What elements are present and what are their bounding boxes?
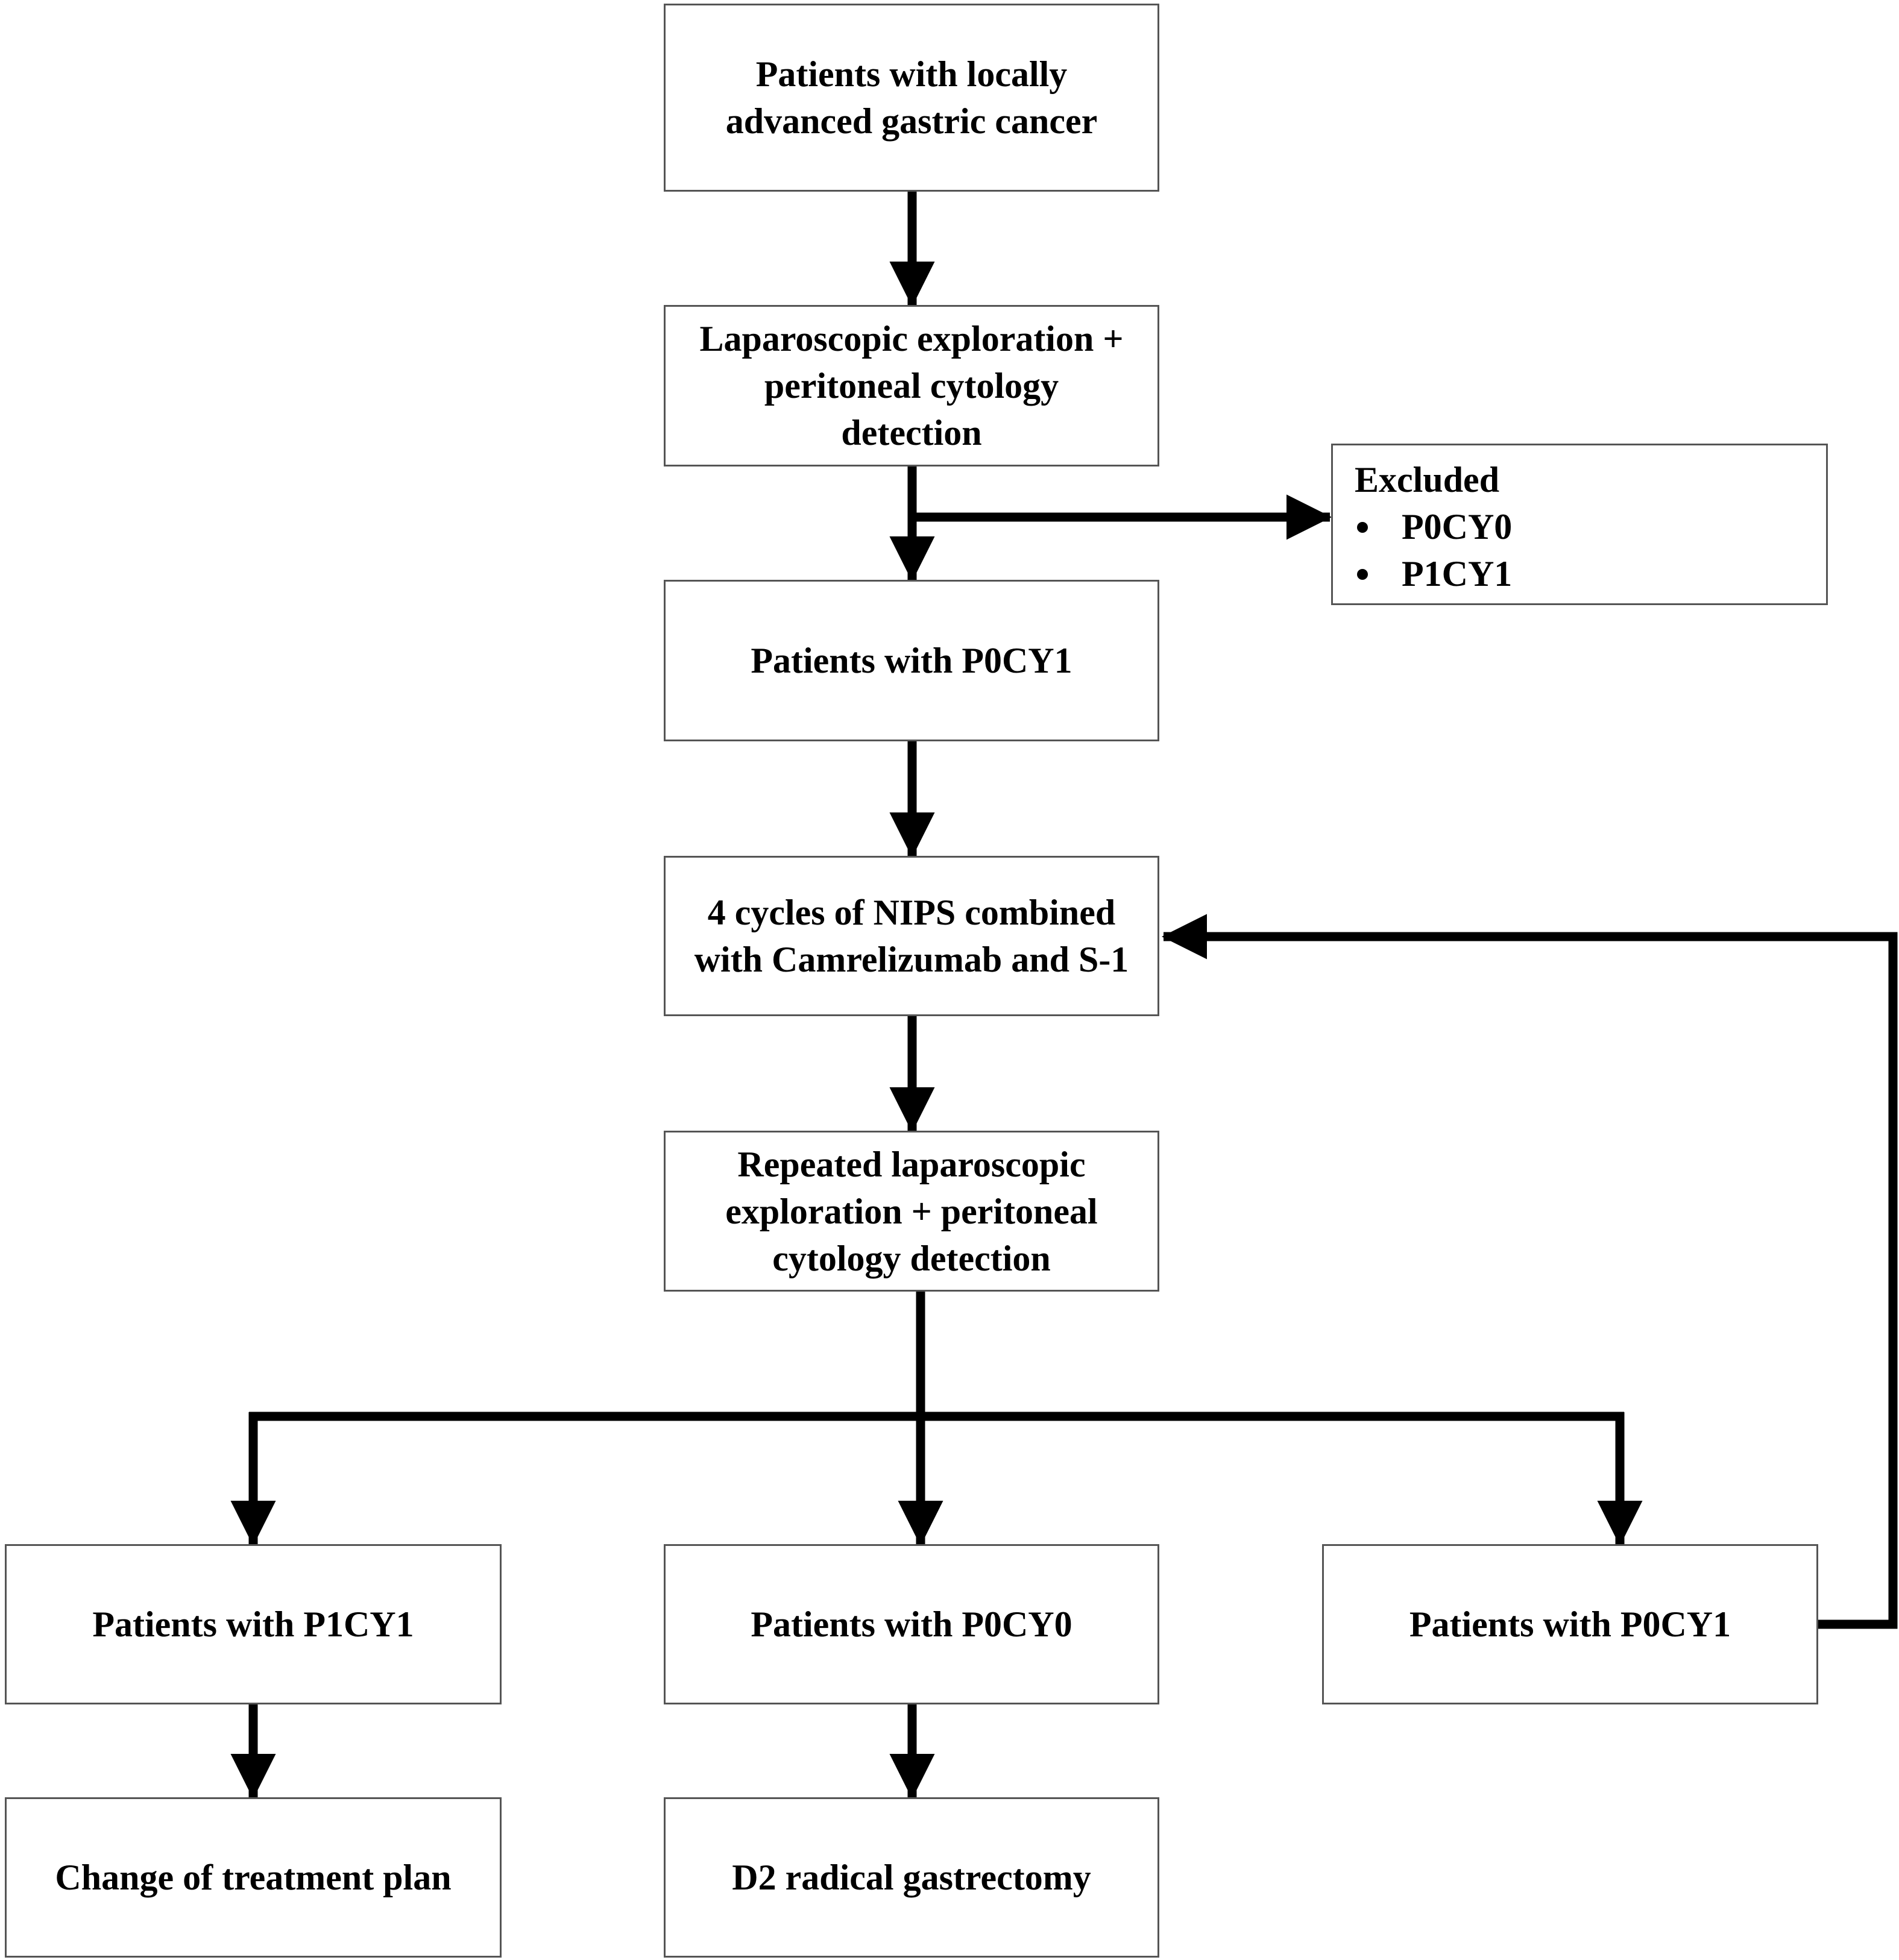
node-change-plan: Change of treatment plan xyxy=(5,1797,502,1958)
node-excluded: Excluded P0CY0 P1CY1 xyxy=(1331,444,1828,605)
bullet-icon xyxy=(1357,569,1368,580)
excluded-item: P1CY1 xyxy=(1355,550,1804,597)
node-p0cy1-second-label: Patients with P0CY1 xyxy=(1409,1604,1731,1644)
node-p0cy1-second: Patients with P0CY1 xyxy=(1322,1544,1818,1704)
node-change-plan-label: Change of treatment plan xyxy=(55,1858,452,1897)
node-p0cy1-first-label: Patients with P0CY1 xyxy=(751,641,1072,680)
node-explore2: Repeated laparoscopic exploration + peri… xyxy=(664,1131,1159,1292)
bullet-icon xyxy=(1357,522,1368,533)
node-start-label: Patients with locally advanced gastric c… xyxy=(725,54,1098,141)
node-nips: 4 cycles of NIPS combined with Camrelizu… xyxy=(664,856,1159,1016)
node-p0cy0-label: Patients with P0CY0 xyxy=(751,1604,1072,1644)
node-start: Patients with locally advanced gastric c… xyxy=(664,4,1159,192)
node-p0cy1-first: Patients with P0CY1 xyxy=(664,580,1159,741)
node-gastrectomy-label: D2 radical gastrectomy xyxy=(732,1858,1091,1897)
node-explore2-label: Repeated laparoscopic exploration + peri… xyxy=(725,1144,1098,1278)
excluded-item-label: P0CY0 xyxy=(1402,507,1513,547)
node-p1cy1-label: Patients with P1CY1 xyxy=(92,1604,414,1644)
excluded-item: P0CY0 xyxy=(1355,503,1804,550)
excluded-item-label: P1CY1 xyxy=(1402,554,1513,594)
excluded-title: Excluded xyxy=(1355,460,1500,500)
node-explore1-label: Laparoscopic exploration + peritoneal cy… xyxy=(699,319,1124,453)
node-gastrectomy: D2 radical gastrectomy xyxy=(664,1797,1159,1958)
node-nips-label: 4 cycles of NIPS combined with Camrelizu… xyxy=(694,893,1129,979)
node-p0cy0: Patients with P0CY0 xyxy=(664,1544,1159,1704)
excluded-list: P0CY0 P1CY1 xyxy=(1355,503,1804,597)
node-p1cy1: Patients with P1CY1 xyxy=(5,1544,502,1704)
node-explore1: Laparoscopic exploration + peritoneal cy… xyxy=(664,305,1159,466)
arrow-loop-back-to-nips xyxy=(1162,914,1898,1629)
